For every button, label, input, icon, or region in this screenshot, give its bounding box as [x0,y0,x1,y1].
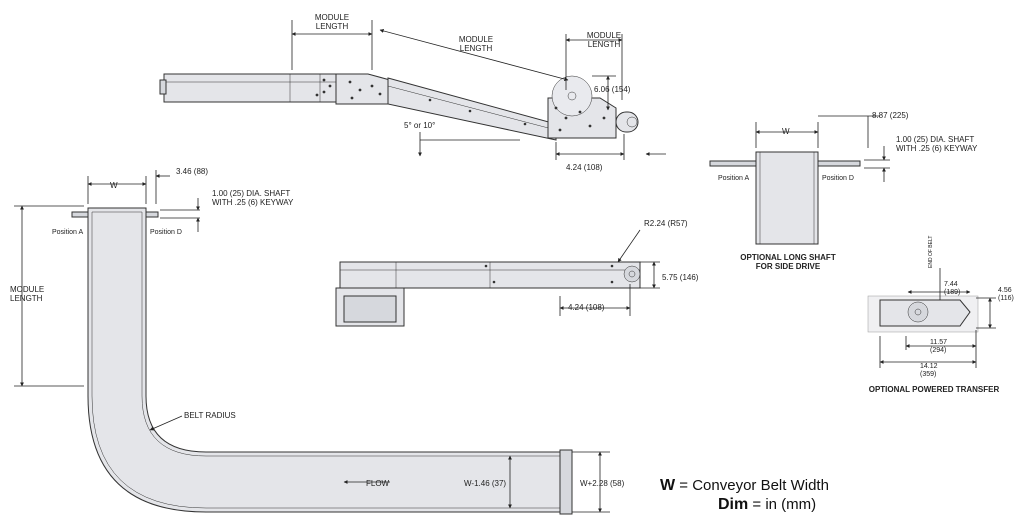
position-d-left: Position D [150,229,182,236]
dim-606: 6.06 (154) [594,85,631,94]
dim-424-mid: 4.24 (108) [568,303,605,312]
legend-dim-text: = in (mm) [748,496,817,513]
end-of-belt-label: END OF BELT [928,236,934,268]
dim-346: 3.46 (88) [176,167,208,176]
dim-887: 8.87 (225) [872,111,909,120]
w-label-shaft: W [782,127,790,136]
legend-w-symbol: W [660,477,676,494]
position-a-right: Position A [718,175,749,182]
long-shaft-end-view [709,115,890,245]
w-label-left: W [110,181,118,190]
dim-1412: 14.12(359) [920,363,938,378]
dim-744: 7.44(189) [944,281,960,296]
position-a-left: Position A [52,229,83,236]
w-minus-label: W-1.46 (37) [464,479,506,488]
dim-575: 5.75 (146) [662,273,699,282]
legend-dim-row: Dim = in (mm) [660,495,829,514]
dim-1157: 11.57(294) [930,339,947,354]
angle-label: 5° or 10° [404,121,435,130]
w-plus-label: W+2.28 (58) [580,479,625,488]
r224-label: R2.24 (R57) [644,219,688,228]
powered-transfer-detail [867,268,996,368]
optional-powered-transfer-label: OPTIONAL POWERED TRANSFER [869,385,1000,394]
belt-radius-label: BELT RADIUS [184,411,236,420]
position-d-right: Position D [822,175,854,182]
flow-label: FLOW [366,479,390,488]
plan-view-curved [14,170,610,515]
legend-dim-symbol: Dim [718,496,749,513]
legend: W = Conveyor Belt Width Dim = in (mm) [660,476,829,514]
legend-w-text: = Conveyor Belt Width [675,477,829,494]
dim-424-top: 4.24 (108) [566,163,603,172]
legend-w-row: W = Conveyor Belt Width [660,476,829,495]
side-view-inclined [159,20,666,160]
dim-456: 4.56(116) [998,287,1014,302]
side-view-straight [335,229,660,327]
